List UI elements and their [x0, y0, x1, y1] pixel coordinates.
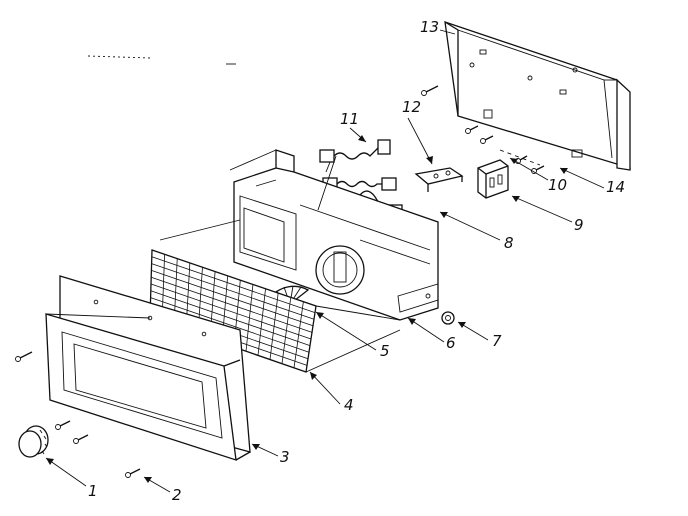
- callout-4: 4: [344, 396, 354, 414]
- callout-7: 7: [492, 332, 502, 350]
- housing-box-part: [444, 21, 631, 171]
- callout-3: 3: [280, 448, 290, 466]
- front-screws-part: [15, 351, 141, 478]
- explode-lines: [45, 149, 401, 373]
- nut-part: [441, 311, 455, 325]
- leader-arrows: [45, 29, 605, 493]
- callout-2: 2: [172, 486, 182, 504]
- callout-13: 13: [420, 18, 440, 36]
- callout-8: 8: [504, 234, 514, 252]
- clip-bracket-part: [414, 167, 464, 192]
- control-knob-part: [18, 425, 49, 458]
- heating-grid-part: [149, 249, 317, 373]
- callout-14: 14: [606, 178, 626, 196]
- front-bezel-part: [45, 275, 251, 461]
- terminal-block-part: [477, 159, 509, 199]
- box-screws-part: [421, 85, 545, 174]
- callout-10: 10: [548, 176, 568, 194]
- callout-6: 6: [446, 334, 456, 352]
- motor-frame-part: [233, 149, 439, 321]
- callout-9: 9: [574, 216, 584, 234]
- scan-marks: [87, 55, 236, 65]
- callout-5: 5: [380, 342, 390, 360]
- callout-12: 12: [402, 98, 422, 116]
- callout-11: 11: [340, 110, 360, 128]
- callout-1: 1: [88, 482, 98, 500]
